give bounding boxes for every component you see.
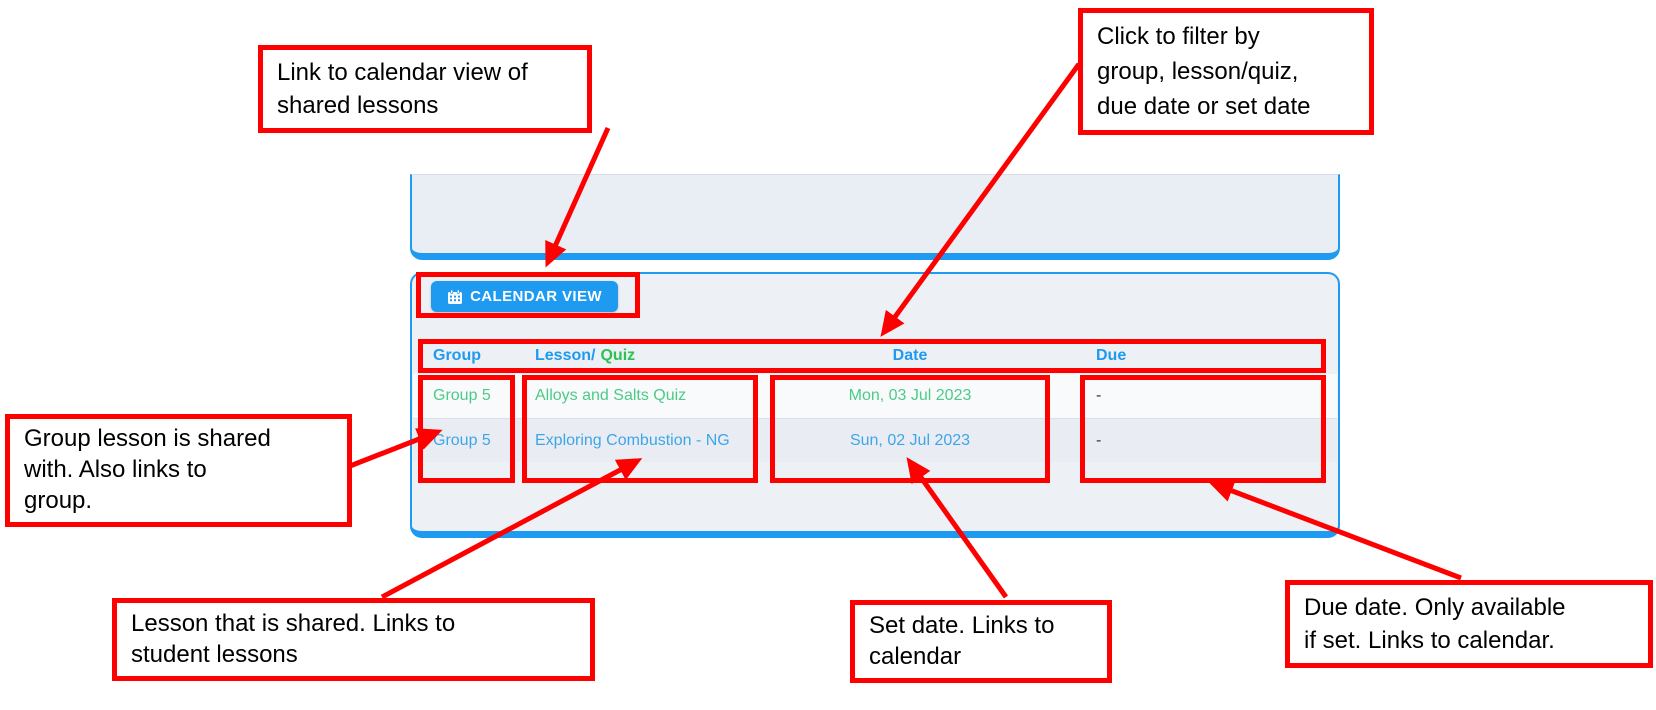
- calendar-view-button-label: CALENDAR VIEW: [470, 288, 602, 305]
- calendar-icon: [447, 288, 463, 305]
- calendar-view-button[interactable]: CALENDAR VIEW: [431, 281, 618, 312]
- table-header-row: Group Lesson/Quiz Date Due: [413, 339, 1337, 373]
- header-lesson-quiz[interactable]: Lesson/Quiz: [535, 347, 636, 364]
- lesson-cell[interactable]: Exploring Combustion - NG: [535, 431, 730, 449]
- due-cell: -: [1096, 431, 1102, 449]
- upper-card: [410, 174, 1340, 260]
- date-cell[interactable]: Sun, 02 Jul 2023: [849, 431, 971, 449]
- header-due[interactable]: Due: [1096, 347, 1127, 364]
- annotation-calendar-view: Link to calendar view of shared lessons: [258, 45, 592, 133]
- header-date[interactable]: Date: [892, 347, 928, 364]
- annotation-set-date: Set date. Links to calendar: [850, 600, 1112, 683]
- date-cell[interactable]: Mon, 03 Jul 2023: [848, 387, 972, 404]
- highlight-header-row: [418, 339, 1326, 373]
- group-cell[interactable]: Group 5: [433, 431, 491, 449]
- group-cell[interactable]: Group 5: [433, 387, 491, 404]
- due-cell: -: [1096, 387, 1102, 404]
- highlight-lesson-column: [522, 375, 758, 483]
- annotation-filter: Click to filter by group, lesson/quiz, d…: [1078, 8, 1374, 135]
- highlight-calendar-button: [416, 272, 640, 318]
- highlight-group-column: [418, 375, 515, 483]
- header-group[interactable]: Group: [433, 347, 481, 364]
- highlight-due-column: [1080, 375, 1326, 483]
- annotation-lesson: Lesson that is shared. Links to student …: [112, 598, 595, 681]
- lesson-cell[interactable]: Alloys and Salts Quiz: [535, 387, 687, 404]
- table-row: Group 5 Alloys and Salts Quiz Mon, 03 Ju…: [413, 374, 1337, 418]
- annotation-due-date: Due date. Only available if set. Links t…: [1285, 580, 1653, 668]
- table-row: Group 5 Exploring Combustion - NG Sun, 0…: [413, 418, 1337, 462]
- highlight-date-column: [770, 375, 1050, 483]
- annotation-group: Group lesson is shared with. Also links …: [5, 414, 352, 527]
